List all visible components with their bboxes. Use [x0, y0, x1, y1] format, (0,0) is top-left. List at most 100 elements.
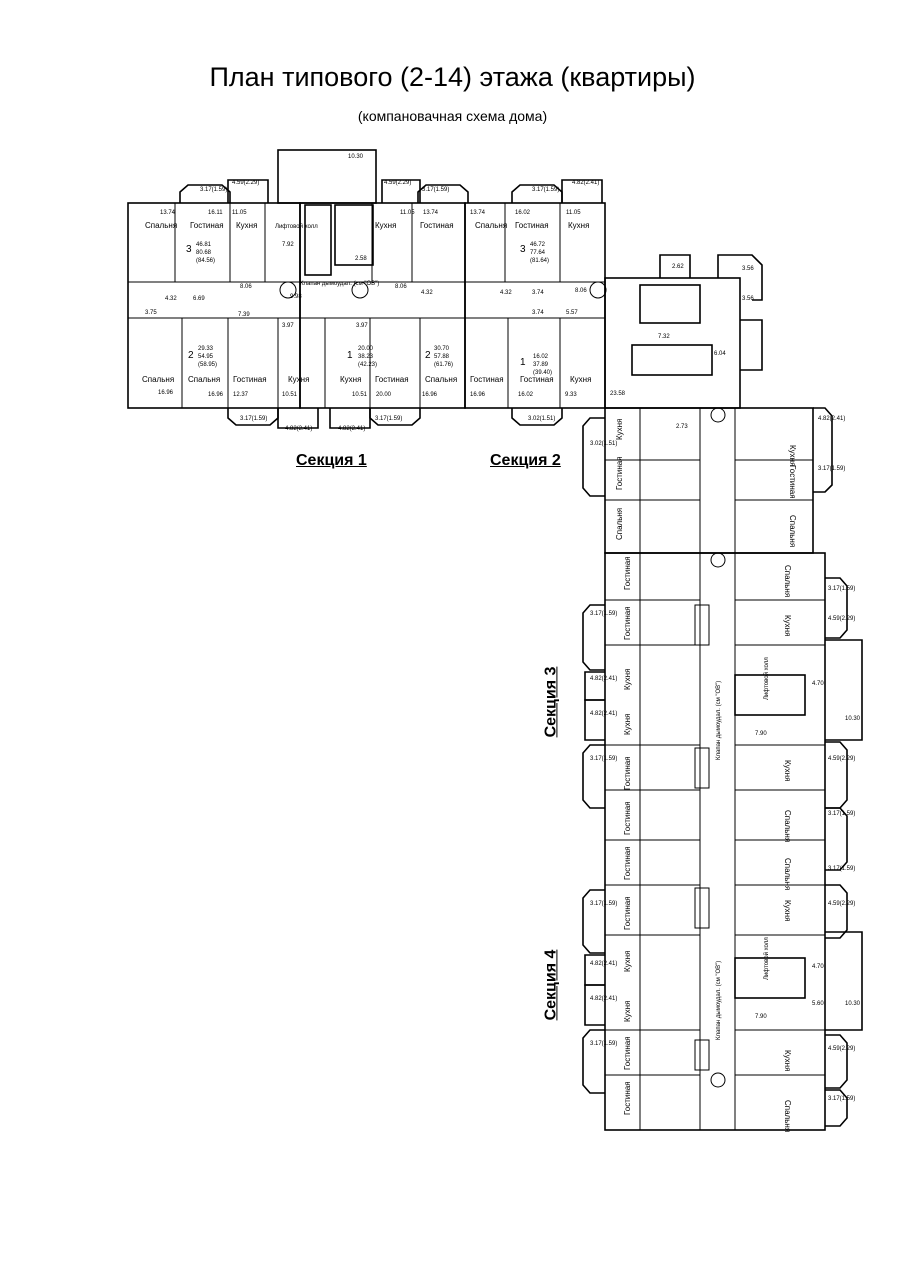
dim-label: 4.32	[165, 296, 177, 302]
room-labels: Спальня Гостиная Кухня Кухня Гостиная Сп…	[142, 221, 591, 384]
section-1-partitions	[128, 203, 465, 408]
room-bedroom: Спальня	[788, 515, 797, 547]
dim-label: 38.23	[358, 354, 374, 360]
room-living: Гостиная	[375, 375, 409, 384]
apartment-rooms-count: 3	[520, 244, 526, 255]
room-kitchen: Кухня	[288, 375, 309, 384]
room-bedroom: Спальня	[142, 375, 174, 384]
dim-label: 2.62	[672, 264, 684, 270]
dim-label: 3.17(1.59)	[828, 811, 855, 817]
apartment-rooms-count: 1	[520, 357, 526, 368]
dim-label: 11.05	[400, 210, 415, 216]
valve-label: Клапан дымоудал. (см "ОВ")	[300, 281, 379, 287]
dim-label: 4.59(2.29)	[828, 1046, 855, 1052]
room-kitchen: Кухня	[236, 221, 257, 230]
dim-label: 16.96	[158, 390, 174, 396]
room-kitchen: Кухня	[788, 445, 797, 466]
dim-label: 4.70	[812, 681, 824, 687]
room-bedroom: Спальня	[145, 221, 177, 230]
dim-label: 13.74	[423, 210, 439, 216]
dim-label: (58.95)	[198, 362, 217, 368]
dim-label: 13.74	[470, 210, 486, 216]
dim-label: 29.33	[198, 346, 214, 352]
dim-label: 3.17(1.59)	[828, 866, 855, 872]
dim-label: 37.89	[533, 362, 549, 368]
apartment-room-counts: 3 3 2 1 2 1	[186, 244, 526, 368]
section-2-outline	[464, 179, 763, 426]
room-kitchen: Кухня	[615, 419, 624, 440]
room-kitchen: Кухня	[570, 375, 591, 384]
room-kitchen: Кухня	[568, 221, 589, 230]
room-living: Гостиная	[623, 846, 632, 880]
dim-label: 3.17(1.59)	[532, 187, 559, 193]
dim-label: 46.72	[530, 242, 546, 248]
section-2-partitions	[465, 203, 607, 408]
dim-label: 4.32	[500, 290, 512, 296]
dim-label: 8.06	[575, 288, 587, 294]
plan-subtitle: (компановачная схема дома)	[357, 108, 548, 124]
dim-label: 4.59(2.29)	[828, 756, 855, 762]
section-1-label: Секция 1	[296, 452, 367, 469]
section-2-label: Секция 2	[490, 452, 561, 469]
room-bedroom: Спальня	[475, 221, 507, 230]
room-living: Гостиная	[470, 375, 504, 384]
room-kitchen: Кухня	[783, 1050, 792, 1071]
room-living: Гостиная	[520, 375, 554, 384]
dim-label: 5.57	[566, 310, 578, 316]
dim-label: 9.33	[565, 392, 577, 398]
dim-label: 12.37	[233, 392, 249, 398]
dim-label: (61.76)	[434, 362, 453, 368]
room-bedroom: Спальня	[783, 565, 792, 597]
dim-label: 3.97	[356, 323, 368, 329]
dim-label: 23.58	[610, 391, 626, 397]
room-bedroom: Спальня	[615, 508, 624, 540]
apartment-rooms-count: 2	[425, 350, 431, 361]
dim-label: 80.68	[196, 250, 212, 256]
dim-label: 4.32	[421, 290, 433, 296]
dim-label: 7.39	[238, 312, 250, 318]
room-living: Гостиная	[233, 375, 267, 384]
room-kitchen: Кухня	[375, 221, 396, 230]
dim-label: 6.04	[714, 351, 726, 357]
valve-label: Клапан дымоудал. (см "ОВ")	[716, 681, 722, 760]
dim-label: 4.82(2.41)	[572, 180, 599, 186]
room-living: Гостиная	[623, 1081, 632, 1115]
dim-label: 3.75	[145, 310, 157, 316]
dim-label: 3.17(1.59)	[375, 416, 402, 422]
dim-label: 77.64	[530, 250, 546, 256]
room-living: Гостиная	[420, 221, 454, 230]
room-bedroom: Спальня	[783, 1100, 792, 1132]
lower-wing-outline	[582, 407, 863, 1131]
dim-label: 20.00	[376, 392, 392, 398]
apartment-rooms-count: 2	[188, 350, 194, 361]
dim-label: 11.05	[566, 210, 581, 216]
room-living: Гостиная	[623, 1036, 632, 1070]
dim-label: (84.56)	[196, 258, 215, 264]
dim-label: 3.17(1.59)	[590, 611, 617, 617]
dim-label: 4.82(2.41)	[590, 711, 617, 717]
room-bedroom: Спальня	[188, 375, 220, 384]
dim-label: 3.56	[742, 266, 754, 272]
room-kitchen: Кухня	[783, 615, 792, 636]
dim-label: 57.88	[434, 354, 450, 360]
room-kitchen: Кухня	[783, 900, 792, 921]
dim-label: 10.30	[845, 1001, 861, 1007]
room-living: Гостиная	[788, 465, 797, 499]
room-living: Гостиная	[623, 896, 632, 930]
room-bedroom: Спальня	[425, 375, 457, 384]
plan-title: План типового (2-14) этажа (квартиры)	[209, 62, 696, 92]
dim-label: 3.02(1.51)	[528, 416, 555, 422]
room-kitchen: Кухня	[623, 669, 632, 690]
room-bedroom: Спальня	[783, 858, 792, 890]
section-1-outline	[127, 149, 469, 429]
dim-label: 4.82(2.41)	[285, 426, 312, 432]
dim-label: 6.69	[193, 296, 205, 302]
dim-label: 4.59(2.29)	[828, 901, 855, 907]
dim-label: 16.02	[533, 354, 549, 360]
dim-label: 54.95	[198, 354, 214, 360]
dim-label: 3.74	[532, 290, 544, 296]
dim-label: 5.60	[812, 1001, 824, 1007]
dim-label: 3.17(1.59)	[590, 756, 617, 762]
lower-wing-room-labels: Кухня Гостиная Спальня Кухня Гостиная Сп…	[615, 419, 797, 1133]
